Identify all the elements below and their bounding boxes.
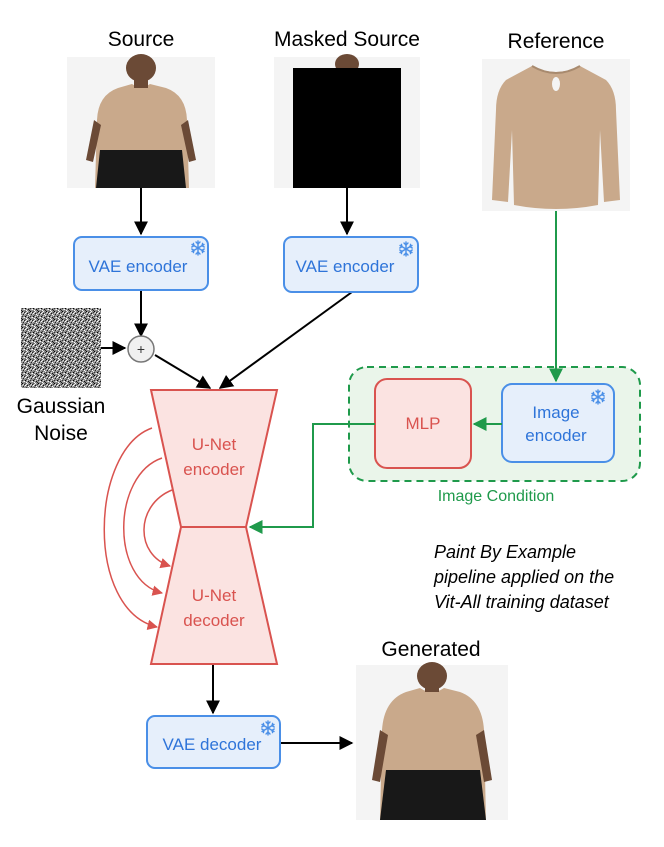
caption-line2: pipeline applied on the [434,567,615,587]
title-generated: Generated [381,638,480,661]
sum-symbol: + [137,341,145,357]
gaussian-noise-label-line1: Gaussian [17,395,106,418]
unet-encoder-shape [149,389,279,528]
image-encoder-label-line1: Image [532,403,579,422]
image-condition-label: Image Condition [438,488,555,505]
title-source: Source [108,28,175,51]
vae-encoder-source-label: VAE encoder [89,257,188,276]
unet-decoder-shape [149,526,279,665]
unet-decoder-label-line2: decoder [183,611,245,630]
sum-node [127,335,155,363]
pipeline-caption: Paint By Example pipeline applied on the… [434,540,659,615]
unet-encoder-label-line2: encoder [183,460,245,479]
vae-encoder-masked-label: VAE encoder [296,257,395,276]
mlp-label: MLP [406,414,441,433]
title-masked-source: Masked Source [274,28,420,51]
masked-source-image [274,54,420,188]
vae-encoder-source-box [73,236,209,291]
caption-line3: Vit-All training dataset [434,592,609,612]
caption-line1: Paint By Example [434,542,577,562]
source-image [67,54,215,188]
image-encoder-label-line2: encoder [525,426,587,445]
condition-connectors [248,211,563,534]
unet-encoder-label-line1: U-Net [192,435,237,454]
gaussian-noise-label-line2: Noise [34,422,88,445]
unet-decoder-label-line1: U-Net [192,586,237,605]
connectors [101,188,354,750]
vae-decoder-box [146,715,281,769]
vae-decoder-label: VAE decoder [163,735,262,754]
skip-connections [103,427,173,630]
vae-encoder-masked-box [283,236,419,293]
generated-image [356,662,508,820]
gaussian-noise-image [21,308,101,388]
reference-image [482,59,630,211]
image-encoder-box [501,383,615,463]
title-reference: Reference [508,30,605,53]
